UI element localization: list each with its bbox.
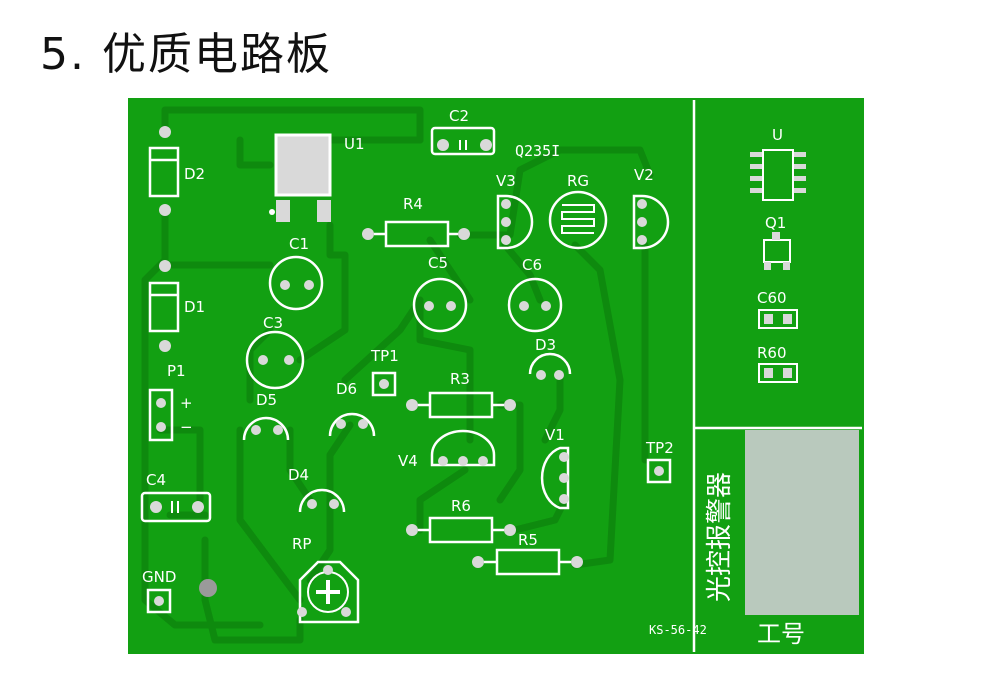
r3-resistor: [406, 391, 516, 419]
label-c5: C5: [428, 254, 448, 272]
v3-transistor: [496, 194, 534, 250]
rp-potentiometer: [297, 560, 360, 624]
label-p1: P1: [167, 362, 186, 380]
label-q235: Q235I: [515, 142, 560, 160]
d3-led: [528, 352, 572, 380]
label-d4: D4: [288, 466, 309, 484]
c3-capacitor: [245, 330, 305, 390]
label-product-title: 光控报警器: [705, 472, 735, 602]
label-d2: D2: [184, 165, 205, 183]
silk-labels: U1 C2 Q235I V3 RG V2 U Q1 C60 R60 D2 D1 …: [142, 107, 805, 648]
u1-regulator: [269, 133, 332, 222]
v4-transistor: [430, 429, 496, 467]
label-r3: R3: [450, 370, 470, 388]
v2-transistor: [632, 194, 670, 250]
page-heading: 5. 优质电路板: [40, 29, 332, 80]
label-worker-no: 工号: [757, 620, 805, 648]
gnd-testpoint: [146, 588, 172, 614]
label-d6: D6: [336, 380, 357, 398]
label-rp: RP: [292, 535, 311, 553]
d5-led: [242, 416, 290, 441]
label-rg: RG: [567, 172, 589, 190]
label-d5: D5: [256, 391, 277, 409]
label-u: U: [772, 126, 783, 144]
label-u1: U1: [344, 135, 365, 153]
d2-diode: [148, 126, 180, 216]
label-r4: R4: [403, 195, 423, 213]
p1-connector: [148, 388, 174, 442]
label-p1-minus: −: [180, 418, 193, 436]
rg-photoresistor: [548, 190, 608, 250]
label-gnd: GND: [142, 568, 176, 586]
label-v2: V2: [634, 166, 654, 184]
label-c2: C2: [449, 107, 469, 125]
d6-led: [328, 412, 376, 437]
u-chip-footprint: [750, 149, 806, 201]
label-v3: V3: [496, 172, 516, 190]
label-r6: R6: [451, 497, 471, 515]
r4-resistor: [362, 220, 470, 248]
c60-footprint: [758, 309, 798, 329]
label-q1: Q1: [765, 214, 786, 232]
r6-resistor: [406, 516, 516, 544]
label-r60: R60: [757, 344, 787, 362]
tp2-testpoint: [646, 458, 672, 484]
c4-capacitor: [140, 491, 212, 523]
label-v4: V4: [398, 452, 418, 470]
tp1-testpoint: [371, 371, 397, 397]
d1-diode: [148, 260, 180, 352]
label-c1: C1: [289, 235, 309, 253]
c1-capacitor: [268, 255, 324, 311]
mounting-hole: [199, 579, 217, 597]
label-code: KS-56-42: [649, 623, 707, 637]
q1-footprint: [763, 232, 791, 270]
label-d3: D3: [535, 336, 556, 354]
d4-led: [298, 488, 346, 513]
r5-resistor: [472, 548, 583, 576]
label-r5: R5: [518, 531, 538, 549]
label-p1-plus: +: [180, 394, 193, 412]
label-d1: D1: [184, 298, 205, 316]
label-tp2: TP2: [645, 439, 674, 457]
c5-capacitor: [412, 277, 468, 333]
label-c3: C3: [263, 314, 283, 332]
r60-footprint: [758, 363, 798, 383]
label-c6: C6: [522, 256, 542, 274]
label-tp1: TP1: [370, 347, 399, 365]
c2-capacitor: [430, 126, 496, 156]
worker-label-area: [745, 430, 859, 615]
c6-capacitor: [507, 277, 563, 333]
label-v1: V1: [545, 426, 565, 444]
label-c60: C60: [757, 289, 787, 307]
v1-transistor: [540, 446, 570, 510]
label-c4: C4: [146, 471, 166, 489]
